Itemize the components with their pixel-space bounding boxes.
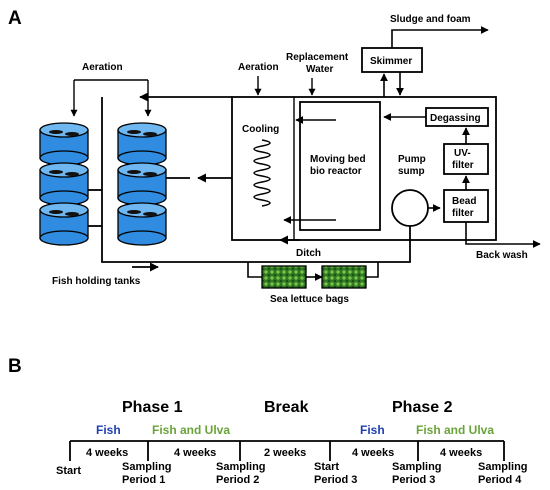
tick-label-3-line2: Period 3 [314,474,357,486]
return-line [88,92,232,250]
segment-1-duration: 4 weeks [86,447,128,459]
tick-label-5-line2: Period 4 [478,474,522,486]
tick-label-2-line2: Period 2 [216,474,259,486]
sludge-arrow [391,26,489,48]
pump-label-1: Pump [398,154,426,165]
phase-2-label: Phase 2 [392,399,453,416]
fish-label-2: Fish [360,423,385,437]
sea-lettuce-bags [247,262,379,289]
fish-tank [39,122,89,166]
ulva-label-1: Fish and Ulva [152,423,230,437]
aeration-top-label: Aeration [238,62,279,73]
segment-2-duration: 4 weeks [174,447,216,459]
tick-label-3-line1: Start [314,461,339,473]
cooling-coil [253,139,271,207]
aeration-left-lines [70,79,152,117]
replacement-label-2: Water [306,64,334,75]
segment-4-duration: 4 weeks [352,447,394,459]
tick-label-4-line1: Sampling [392,461,442,473]
sludge-label: Sludge and foam [390,14,471,25]
timeline [69,440,505,461]
treatment-enclosure [231,96,497,241]
cooling-label: Cooling [242,124,279,135]
bead-label-1: Bead [452,196,476,207]
replacement-label-1: Replacement [286,52,349,63]
skimmer-box [361,47,423,73]
segment-5-duration: 4 weeks [440,447,482,459]
fish-tank [117,162,167,206]
tick-label-1-line2: Period 1 [122,474,165,486]
tick-label-start: Start [56,465,81,477]
pump-circle [391,189,429,227]
degassing-label: Degassing [430,113,481,124]
break-label: Break [264,399,309,416]
moving-bed-reactor [299,101,381,231]
bead-label-2: filter [452,208,474,219]
aeration-left-label: Aeration [82,62,123,73]
tick-label-5-line1: Sampling [478,461,528,473]
tick-label-4-line2: Period 3 [392,474,435,486]
skimmer-label: Skimmer [370,56,412,67]
uv-label-1: UV- [454,148,471,159]
panel-a-letter: A [8,8,22,29]
uv-label-2: filter [452,160,474,171]
back-wash-arrow [465,222,541,248]
ulva-label-2: Fish and Ulva [416,423,494,437]
moving-bed-label-2: bio reactor [310,166,362,177]
fish-tank [117,122,167,166]
fish-label-1: Fish [96,423,121,437]
phase-1-label: Phase 1 [122,399,183,416]
moving-bed-label-1: Moving bed [310,154,366,165]
fish-holding-tanks [39,122,167,246]
sea-lettuce-label: Sea lettuce bags [270,294,349,305]
back-wash-label: Back wash [476,250,528,261]
fish-tank [39,162,89,206]
ditch-label: Ditch [296,248,321,259]
panel-b-letter: B [8,356,22,377]
fish-tank [117,202,167,246]
segment-3-duration: 2 weeks [264,447,306,459]
tick-label-2-line1: Sampling [216,461,266,473]
fish-tank [39,202,89,246]
fish-tanks-label: Fish holding tanks [52,276,141,287]
pump-label-2: sump [398,166,425,177]
tick-label-1-line1: Sampling [122,461,172,473]
